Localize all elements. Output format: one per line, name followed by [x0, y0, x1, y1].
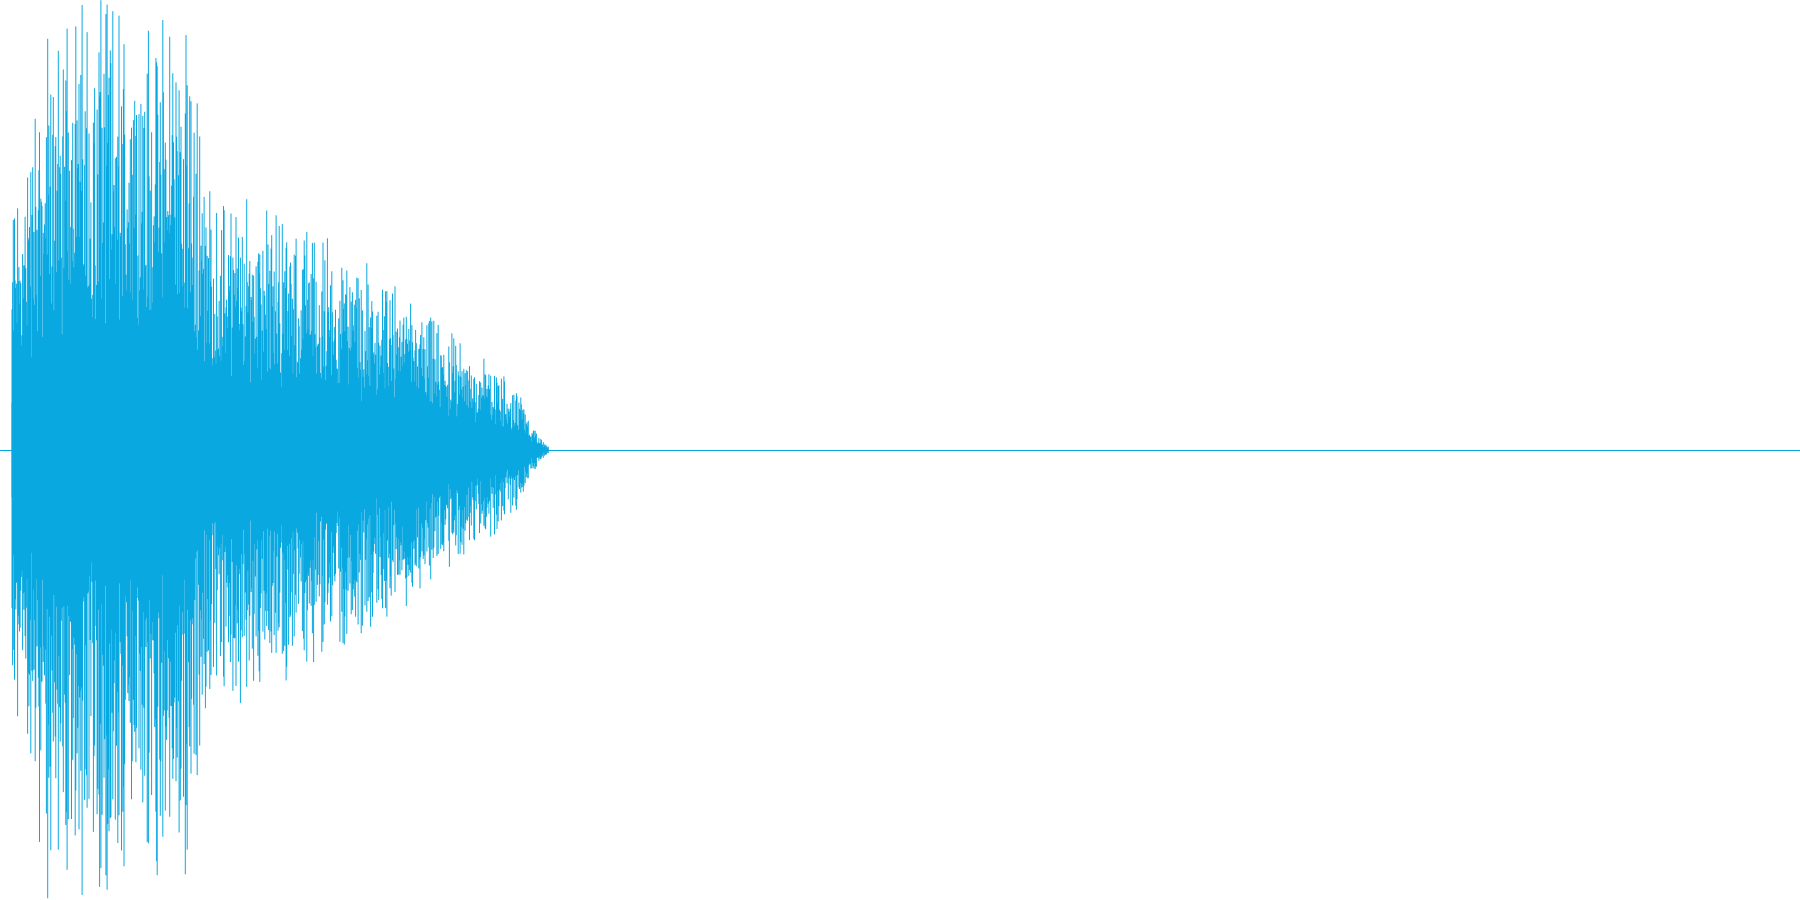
waveform-samples — [11, 0, 549, 899]
